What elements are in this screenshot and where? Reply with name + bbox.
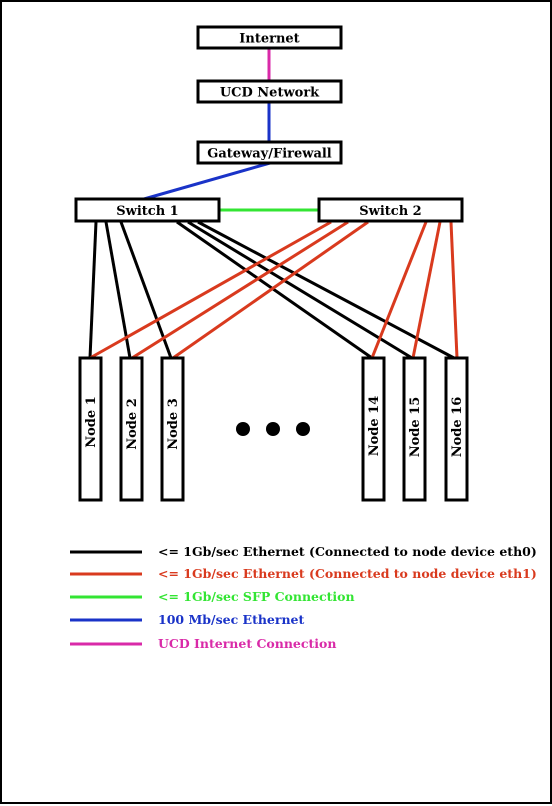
node-label: Node 16 [450,397,465,458]
legend-label: <= 1Gb/sec Ethernet (Connected to node d… [158,566,537,581]
legend-item-eth0: <= 1Gb/sec Ethernet (Connected to node d… [70,544,537,559]
ellipsis-dot [236,422,250,436]
switch1-box: Switch 1 [74,197,221,223]
gateway-box: Gateway/Firewall [196,140,343,165]
link-switch1-node14 [176,220,373,360]
link-switch2-node14 [370,221,428,359]
ucd-network-label: UCD Network [220,86,320,101]
legend-item-eth1: <= 1Gb/sec Ethernet (Connected to node d… [70,566,537,581]
ellipsis-dots [236,422,310,436]
legend-item-100mb: 100 Mb/sec Ethernet [70,612,305,627]
ellipsis-dot [296,422,310,436]
link-switch1-node2 [104,221,132,359]
link-switch1-node16 [197,220,455,360]
legend-label: <= 1Gb/sec Ethernet (Connected to node d… [158,544,537,559]
link-switch1-node15 [187,220,413,360]
node-16-box: Node 16 [444,356,469,502]
ellipsis-dot [266,422,280,436]
switch1-label: Switch 1 [116,204,178,219]
switch2-label: Switch 2 [359,204,421,219]
legend-label: UCD Internet Connection [158,636,336,651]
node-1-box: Node 1 [78,356,103,502]
link-switch2-node2 [131,220,349,360]
legend-item-sfp: <= 1Gb/sec SFP Connection [70,589,355,604]
link-gateway-switch1 [143,161,271,201]
internet-label: Internet [239,32,299,47]
node-3-box: Node 3 [160,356,185,502]
legend-item-internet: UCD Internet Connection [70,636,336,651]
node-15-box: Node 15 [402,356,427,502]
link-switch2-node16 [449,221,459,359]
link-switch2-node1 [89,220,332,360]
link-switch1-node1 [88,221,98,359]
node-14-box: Node 14 [361,356,386,502]
legend-label: 100 Mb/sec Ethernet [158,612,305,627]
node-label: Node 2 [125,398,140,450]
link-switch1-node3 [119,221,173,359]
gateway-label: Gateway/Firewall [207,147,332,162]
internet-box: Internet [196,25,343,50]
switch2-box: Switch 2 [317,197,464,223]
link-switch2-node15 [411,221,442,359]
legend: <= 1Gb/sec Ethernet (Connected to node d… [70,544,537,651]
node-label: Node 3 [166,398,181,450]
ucd-network-box: UCD Network [196,79,343,104]
node-label: Node 1 [84,396,99,448]
node-2-box: Node 2 [119,356,144,502]
node-label: Node 14 [367,396,382,457]
legend-label: <= 1Gb/sec SFP Connection [158,589,355,604]
link-switch2-node3 [172,220,369,360]
node-label: Node 15 [408,397,423,458]
